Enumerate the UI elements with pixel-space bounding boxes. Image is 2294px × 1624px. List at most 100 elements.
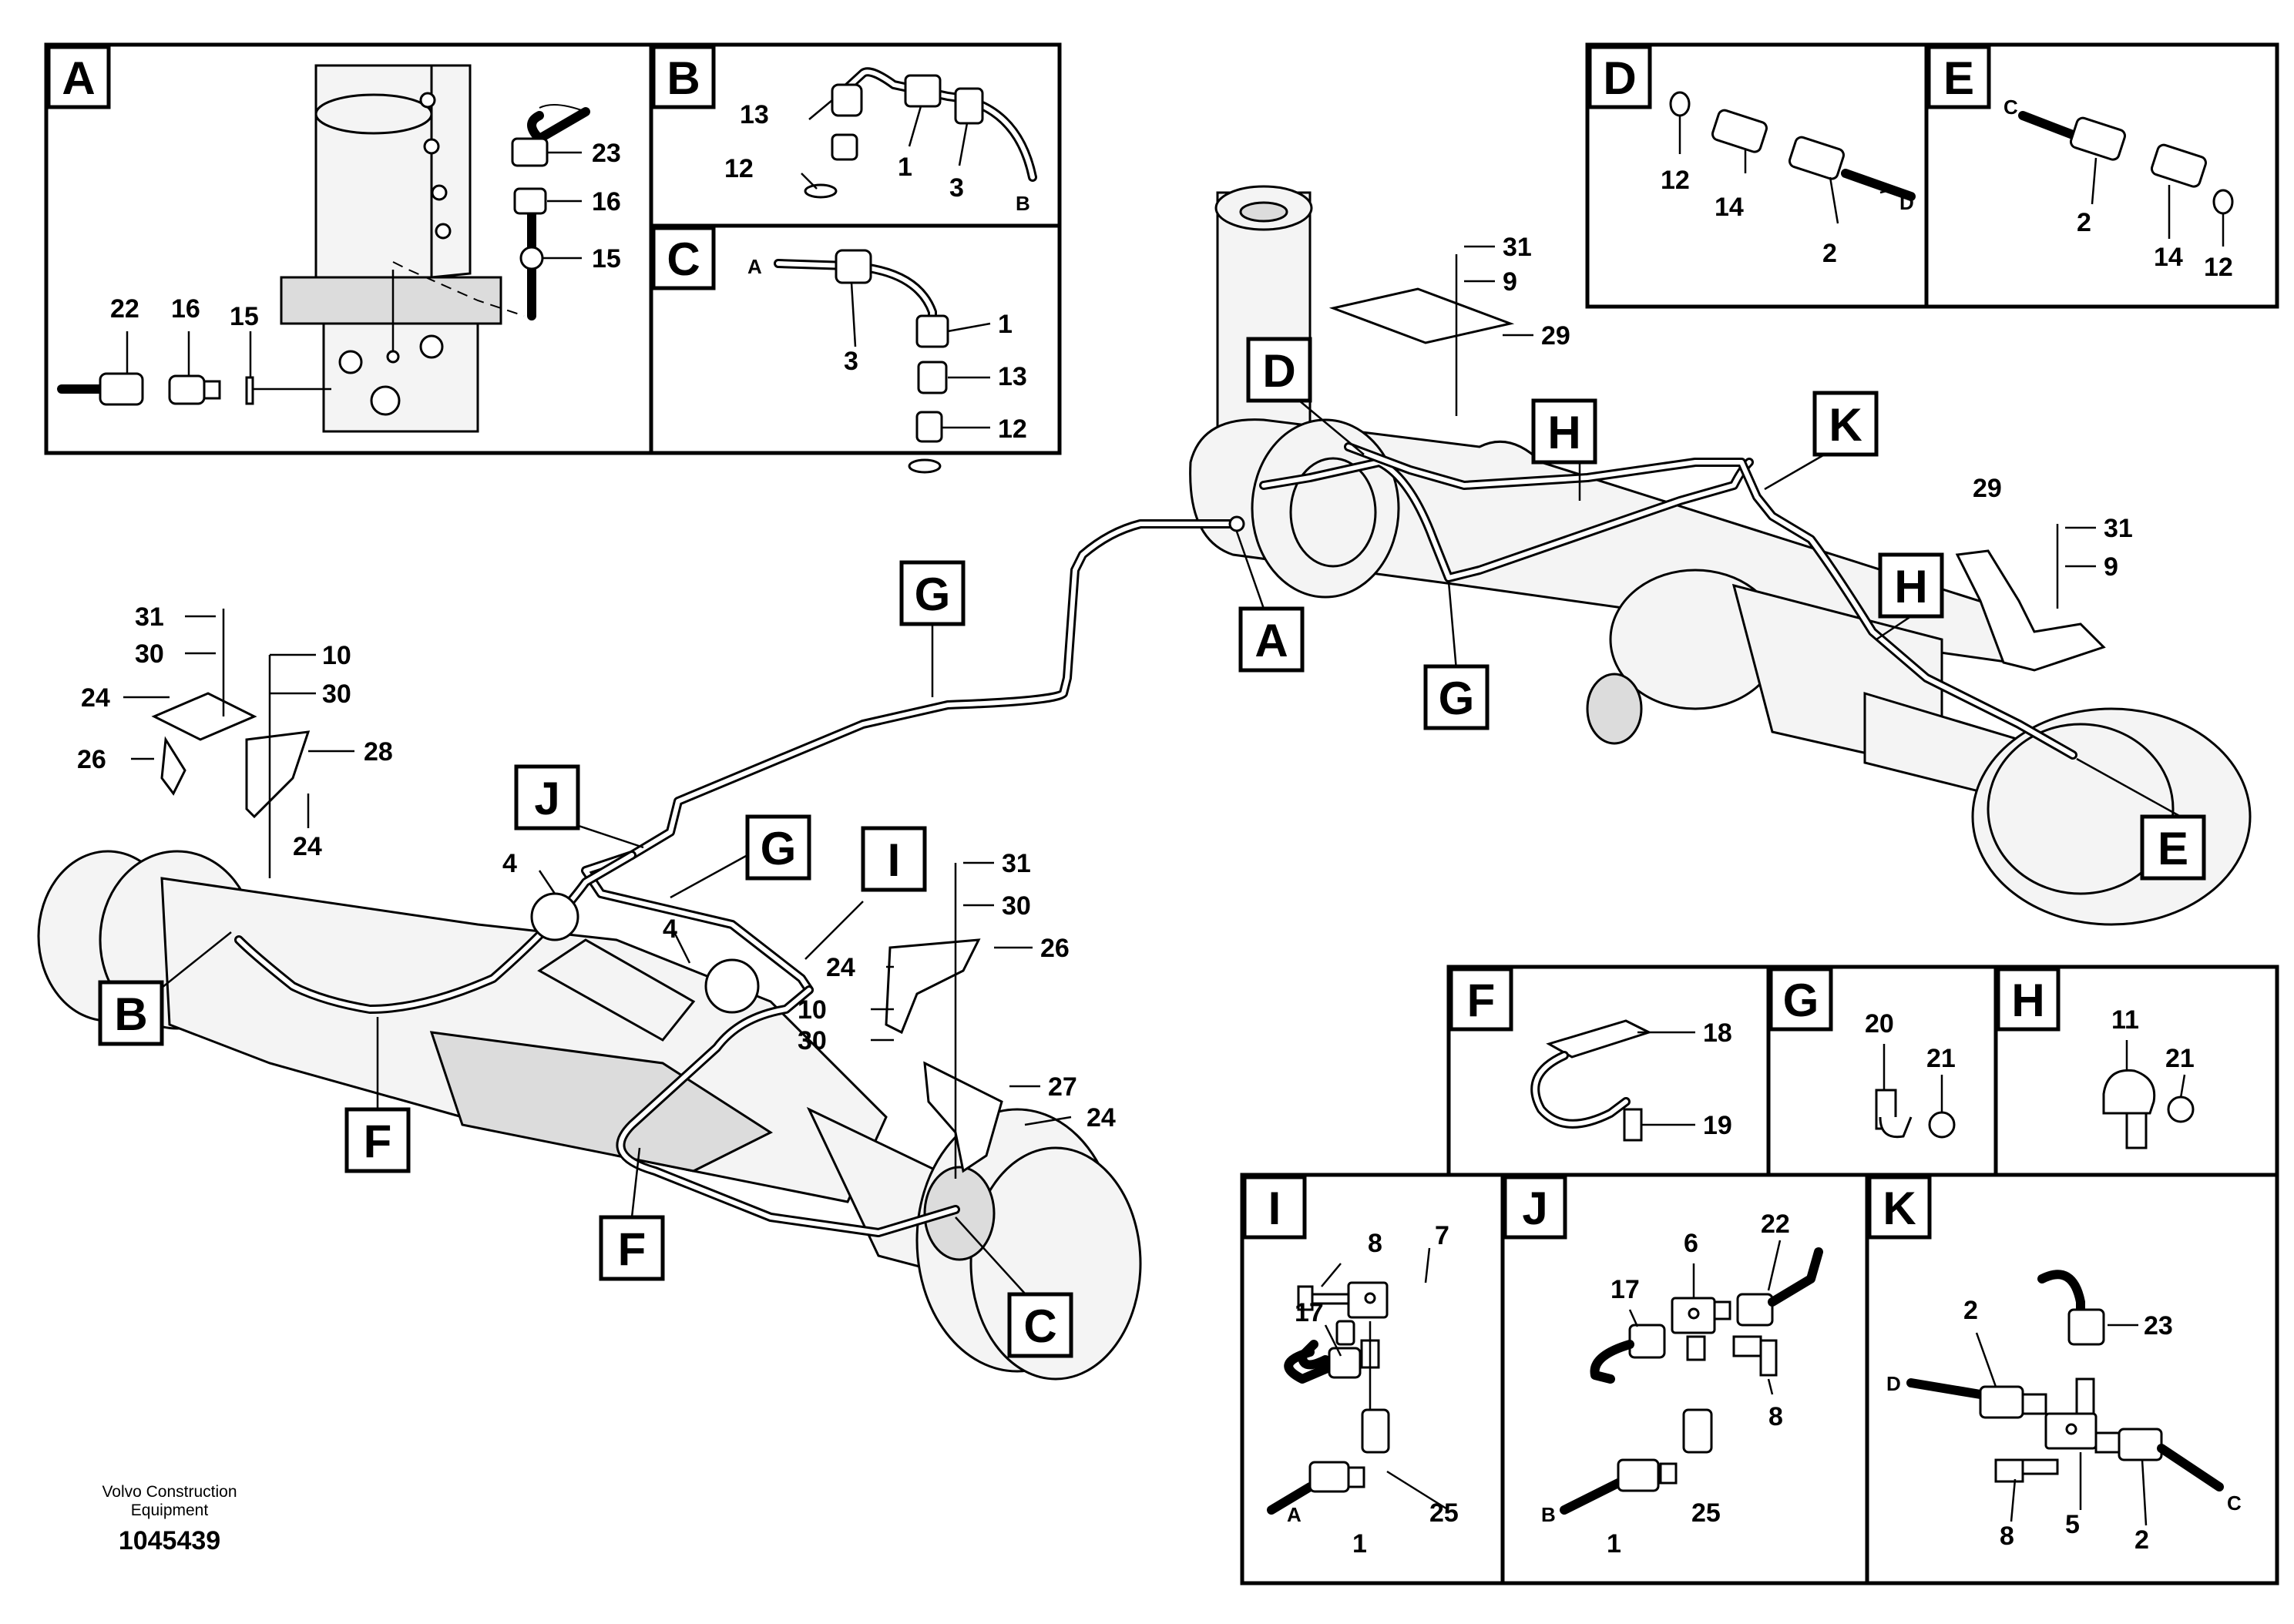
tag-box-main-c (1007, 1292, 1073, 1358)
tag-main-h1: H (1547, 407, 1580, 458)
main-label-26e: 26 (1040, 934, 1070, 963)
panel-h-label-21: 21 (2165, 1044, 2195, 1073)
tag-main-a: A (1254, 615, 1288, 666)
tag-main-g1: G (1439, 673, 1475, 724)
panel-i-label-25: 25 (1429, 1498, 1459, 1528)
panel-e-label-14: 14 (2154, 243, 2183, 272)
panel-a-label-16b: 16 (171, 294, 200, 324)
tag-main-g2: G (915, 569, 951, 620)
panel-j-end-b: B (1541, 1503, 1556, 1526)
detail-panel-a: 23 16 15 22 16 15 (44, 42, 653, 455)
tag-panel-d: D (1603, 52, 1636, 104)
main-label-31a: 31 (1503, 233, 1532, 262)
tag-main-f1: F (364, 1116, 392, 1167)
panel-e-end-c: C (2003, 96, 2018, 119)
main-label-31c: 31 (135, 602, 164, 632)
tag-panel-e: E (1943, 52, 1974, 104)
panel-b-label-12: 12 (724, 154, 754, 183)
panel-k-end-d: D (1886, 1372, 1901, 1395)
panel-g-label-21: 21 (1926, 1044, 1956, 1073)
panel-a-label-23: 23 (592, 139, 621, 168)
tag-box-main-f1 (344, 1107, 411, 1173)
panel-k-label-8: 8 (2000, 1522, 2014, 1551)
tag-main-h2: H (1894, 561, 1927, 612)
panel-i-label-7: 7 (1435, 1221, 1449, 1250)
tag-box-main-i (861, 826, 927, 892)
panel-f-label-18: 18 (1703, 1018, 1732, 1048)
tag-panel-c: C (667, 233, 700, 285)
detail-panel-b: 13 12 1 3 B (649, 42, 1062, 228)
panel-i-label-1: 1 (1352, 1529, 1367, 1559)
detail-panel-i: 8 7 17 1 25 A (1240, 1173, 1505, 1585)
tag-box-panel-d (1587, 45, 1652, 109)
main-label-4b: 4 (663, 914, 677, 944)
tag-main-c: C (1023, 1300, 1056, 1352)
main-label-31e: 31 (1002, 849, 1031, 878)
panel-b-label-13: 13 (740, 100, 769, 129)
brand-line-2: Equipment (130, 1502, 209, 1519)
tag-box-main-k (1812, 391, 1879, 457)
panel-j-label-25: 25 (1691, 1498, 1721, 1528)
letter-tags: A B C D E F G H I J K A D H K H G E (46, 45, 2206, 1358)
main-labels: 31 9 29 31 9 29 31 30 10 30 24 26 28 24 … (77, 233, 2133, 1132)
tag-box-panel-f (1449, 967, 1513, 1032)
panel-d-label-12: 12 (1661, 166, 1690, 195)
tag-main-b: B (114, 988, 147, 1040)
detail-panel-k: 2 23 8 5 2 D C (1865, 1173, 2279, 1585)
main-label-24c: 24 (81, 683, 110, 713)
main-label-10e: 10 (798, 995, 827, 1025)
panel-e-label-12: 12 (2204, 253, 2233, 282)
tag-panel-i: I (1268, 1183, 1281, 1234)
panel-a-label-16: 16 (592, 187, 621, 216)
tag-box-panel-e (1926, 45, 1991, 109)
tag-panel-h: H (2011, 975, 2044, 1026)
main-label-29a: 29 (1541, 321, 1570, 351)
tag-box-main-g1 (1423, 664, 1490, 730)
panel-k-label-23: 23 (2144, 1311, 2173, 1340)
main-label-26c: 26 (77, 745, 106, 774)
main-label-24f: 24 (1087, 1103, 1116, 1132)
tag-box-main-j (514, 764, 580, 830)
document-number: 1045439 (118, 1526, 221, 1555)
tag-box-panel-a (46, 45, 111, 109)
tag-box-panel-c (651, 226, 716, 290)
panel-j-label-8: 8 (1768, 1402, 1783, 1431)
panel-d-end-d: D (1899, 191, 1914, 214)
tag-panel-b: B (667, 52, 700, 104)
panel-i-label-8: 8 (1368, 1229, 1382, 1258)
main-label-24e: 24 (826, 953, 855, 982)
main-label-31b: 31 (2104, 514, 2133, 543)
panel-j-label-6: 6 (1684, 1229, 1698, 1258)
panel-f-label-19: 19 (1703, 1111, 1732, 1140)
tag-main-k: K (1829, 399, 1862, 451)
tag-panel-a: A (62, 52, 95, 104)
main-label-29b: 29 (1973, 474, 2002, 503)
brand-line-1: Volvo Construction (102, 1483, 237, 1501)
brake-lines (234, 442, 2077, 1237)
tag-panel-k: K (1883, 1183, 1916, 1234)
panel-k-label-5: 5 (2065, 1510, 2080, 1539)
callout-arrows (153, 396, 2181, 1303)
panel-a-label-15b: 15 (230, 302, 259, 331)
main-label-10c: 10 (322, 641, 351, 670)
main-label-30f: 30 (798, 1026, 827, 1055)
panel-k-end-c: C (2227, 1491, 2242, 1515)
front-axle (37, 692, 1142, 1381)
tag-box-main-a (1238, 606, 1305, 673)
tag-box-panel-h (1996, 967, 2061, 1032)
tag-box-main-d (1246, 337, 1312, 403)
tag-box-main-f2 (599, 1215, 665, 1281)
panel-j-label-22: 22 (1761, 1210, 1790, 1239)
panel-h-label-11: 11 (2111, 1005, 2139, 1035)
document-footer: Volvo Construction Equipment 1045439 (73, 1483, 266, 1556)
detail-panel-c: A 1 3 13 12 (649, 223, 1062, 474)
tag-main-i: I (888, 834, 901, 886)
panel-k-label-2: 2 (1963, 1296, 1978, 1325)
main-label-9a: 9 (1503, 267, 1517, 297)
panel-c-end-a: A (747, 255, 762, 278)
panel-b-label-3: 3 (949, 173, 964, 203)
panel-c-label-12: 12 (998, 414, 1027, 444)
main-label-28c: 28 (364, 737, 393, 767)
